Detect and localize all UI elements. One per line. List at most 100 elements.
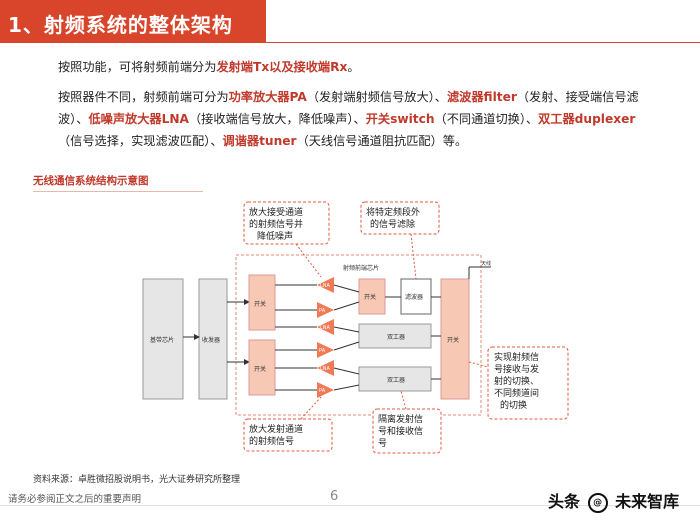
paragraph-function: 按照功能，可将射频前端分为发射端Tx以及接收端Rx。	[58, 56, 658, 78]
footer-divider	[0, 505, 700, 506]
title-divider	[266, 42, 700, 43]
callout-duplexer-line-1: 隔离发射信	[378, 413, 423, 425]
watermark-at-icon: @	[587, 492, 608, 513]
switch-left-top	[248, 274, 276, 331]
lna-3-triangle	[317, 360, 334, 376]
duplexer-1-label: 双工器	[387, 334, 405, 341]
callout-lna	[243, 201, 330, 245]
pa-1-label: PA	[319, 308, 326, 314]
title-bar: 1、射频系统的整体架构	[0, 0, 266, 43]
callout-switch	[487, 346, 569, 420]
frontend-boundary	[235, 254, 482, 416]
duplexer-2-label: 双工器	[387, 377, 405, 384]
callout-pa-text: 放大发射通道 的射频信号	[249, 423, 306, 447]
callout-duplexer-line-3: 号	[378, 438, 387, 449]
callout-filter-text: 将特定频段外 的信号滤除	[366, 206, 423, 230]
callout-filter-pointer	[410, 233, 417, 280]
p2-tuner: 调谐器tuner	[222, 134, 297, 148]
pa-3-label: PA	[319, 388, 326, 394]
callout-switch-line-2: 号接收与发	[494, 363, 539, 375]
pa-2-triangle	[317, 342, 334, 358]
callout-pa-line-2: 的射频信号	[249, 435, 294, 447]
p2-text-e: （发射、接受端信号滤波）、	[58, 90, 639, 126]
p1-text-c: 。	[347, 60, 360, 74]
p2-lna: 低噪声放大器LNA	[88, 112, 189, 126]
watermark-text-b: 未来智库	[615, 492, 680, 511]
lna-2-label: LNA	[320, 325, 331, 331]
switch-middle-label: 开关	[364, 293, 376, 301]
diagram-svg: 射频前端芯片 基带芯片 收发器 开关 开关 LNA PA LNA PA LNA …	[142, 201, 569, 454]
callout-duplexer-pointer	[400, 390, 407, 410]
p2-text-g: （接收端信号放大，降低噪声）、	[189, 112, 366, 126]
callout-lna-line-2: 的射频信号并	[249, 218, 303, 230]
p1-highlight: 发射端Tx以及接收端Rx	[216, 60, 348, 74]
figure-caption-underline	[33, 191, 203, 192]
p2-text-i: （不同通道切换）、	[434, 112, 539, 126]
switch-left-bottom	[248, 339, 276, 396]
page-number: 6	[330, 489, 339, 504]
switch-right	[440, 278, 470, 400]
lna-2-triangle	[317, 319, 334, 335]
lna-1-label: LNA	[320, 283, 331, 289]
antenna-label: 天线	[481, 260, 491, 267]
p2-text-k: （信号选择，实现滤波匹配）、	[58, 134, 223, 148]
paragraph-components: 按照器件不同，射频前端可分为功率放大器PA（发射端射频信号放大）、滤波器filt…	[58, 86, 658, 152]
rf-frontend-label: 射频前端芯片	[343, 264, 379, 272]
p2-switch: 开关switch	[365, 112, 435, 126]
transceiver-label: 收发器	[202, 336, 220, 344]
page-title: 1、射频系统的整体架构	[8, 13, 233, 37]
callout-pa-pointer	[300, 396, 322, 420]
transceiver-block	[198, 278, 228, 400]
baseband-block	[142, 278, 184, 400]
callout-filter	[360, 201, 440, 235]
link-c3	[333, 367, 360, 375]
duplexer-2	[358, 366, 432, 392]
link-b2	[333, 301, 360, 311]
callout-lna-line-1: 放大接受通道	[249, 206, 303, 218]
callout-switch-pointer	[468, 361, 489, 368]
callout-switch-line-3: 射的切换、	[494, 375, 539, 387]
p2-duplexer: 双工器duplexer	[538, 112, 636, 126]
callout-lna-line-3: 降低噪声	[257, 230, 293, 242]
switch-middle	[358, 278, 386, 315]
p2-pa: 功率放大器PA	[228, 90, 307, 104]
p2-text-m: （天线信号通道阻抗匹配）等。	[296, 134, 468, 148]
figure-caption: 无线通信系统结构示意图	[33, 175, 149, 187]
switch-left-top-label: 开关	[254, 300, 266, 308]
lna-1-triangle	[317, 277, 334, 293]
callout-switch-line-5: 的切换	[500, 399, 527, 411]
callout-filter-line-1: 将特定频段外	[366, 206, 420, 218]
p2-filter: 滤波器filter	[446, 90, 517, 104]
callout-switch-text: 实现射频信 号接收与发 射的切换、 不同频道间 的切换	[494, 351, 542, 411]
p1-text-a: 按照功能，可将射频前端分为	[58, 60, 217, 74]
p2-text-c: （发射端射频信号放大）、	[306, 90, 447, 104]
switch-left-bottom-label: 开关	[254, 365, 266, 373]
link-c2	[333, 341, 360, 351]
callout-filter-line-2: 的信号滤除	[370, 218, 415, 230]
lna-3-label: LNA	[320, 366, 331, 372]
watermark-text-a: 头条	[548, 492, 581, 511]
callout-pa	[243, 418, 333, 452]
source-note: 资料来源：卓胜微招股说明书，光大证券研究所整理	[33, 475, 241, 485]
callout-pa-line-1: 放大发射通道	[249, 423, 303, 435]
p2-text-a: 按照器件不同，射频前端可分为	[58, 90, 229, 104]
filter-label: 滤波器	[405, 293, 423, 301]
callout-switch-line-4: 不同频道间	[494, 387, 539, 399]
callout-lna-text: 放大接受通道 的射频信号并 降低噪声	[249, 206, 306, 242]
footer-disclaimer: 请务必参阅正文之后的重要声明	[8, 494, 142, 505]
link-c1	[333, 326, 360, 333]
switch-right-label: 开关	[447, 336, 459, 344]
callout-switch-line-1: 实现射频信	[494, 351, 539, 363]
watermark: 头条 @ 未来智库	[548, 488, 679, 513]
pa-3-triangle	[317, 382, 334, 398]
link-b1	[333, 284, 360, 293]
baseband-label: 基带芯片	[150, 336, 174, 344]
callout-duplexer	[372, 408, 442, 454]
callout-duplexer-text: 隔离发射信 号和接收信 号	[378, 413, 426, 449]
rf-system-diagram: 射频前端芯片 基带芯片 收发器 开关 开关 LNA PA LNA PA LNA …	[121, 197, 581, 457]
duplexer-1	[358, 323, 432, 349]
callout-duplexer-line-2: 号和接收信	[378, 425, 423, 437]
callout-lna-pointer	[295, 243, 322, 278]
pa-2-label: PA	[319, 348, 326, 354]
link-c4	[333, 384, 360, 391]
